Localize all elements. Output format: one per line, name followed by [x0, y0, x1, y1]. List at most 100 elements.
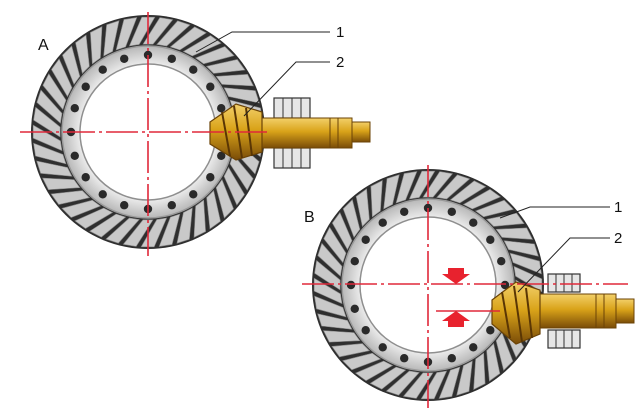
gear-tooth	[369, 366, 407, 390]
bolt-hole	[350, 304, 359, 313]
gear-tooth	[42, 73, 67, 111]
gear-tooth	[142, 17, 174, 45]
leader-2-b	[517, 237, 610, 293]
bolt-hole	[81, 173, 90, 182]
leader-1-a	[195, 31, 330, 53]
bolt-holes-a	[66, 50, 230, 214]
bolt-hole	[189, 190, 198, 199]
gear-tooth	[215, 179, 234, 219]
bolt-hole	[447, 207, 456, 216]
gear-tooth	[513, 265, 543, 293]
bolt-hole	[206, 173, 215, 182]
gear-tooth	[317, 242, 343, 277]
centerlines-b	[302, 165, 628, 408]
gear-tooth	[342, 199, 361, 239]
gear-tooth	[473, 352, 486, 390]
bolt-holes-b	[346, 203, 510, 367]
gear-tooth	[449, 180, 487, 204]
gear-tooth	[61, 199, 101, 218]
gear-tooth	[193, 199, 206, 238]
pinion-a	[209, 97, 371, 169]
panel-label-b: B	[304, 209, 315, 226]
gear-tooth	[456, 360, 473, 396]
bolt-hole	[350, 257, 359, 266]
gear-tooth	[156, 20, 191, 47]
bolt-hole	[447, 354, 456, 363]
bolt-hole	[98, 65, 107, 74]
gear-tooth	[462, 188, 501, 210]
bolt-hole	[346, 280, 356, 290]
gear-tooth	[223, 166, 245, 206]
bolt-hole	[400, 354, 409, 363]
gear-tooth	[51, 58, 73, 98]
gear-tooth	[74, 207, 114, 229]
gear-tooth	[331, 343, 370, 358]
gear-tooth	[317, 313, 353, 330]
bolt-hole	[378, 218, 387, 227]
gear-tooth	[355, 360, 394, 382]
gear-tooth	[122, 219, 154, 247]
gear-tooth	[331, 212, 353, 251]
gear-tooth	[206, 59, 246, 74]
gear-tooth	[383, 174, 400, 210]
gear-tooth	[206, 190, 221, 230]
panel-b: B 1 2	[302, 165, 635, 408]
gear-tooth	[33, 142, 67, 165]
bolt-hole	[120, 54, 129, 63]
gear-tooth	[42, 177, 81, 190]
callout-2-a: 2	[336, 54, 344, 71]
gear-tooth	[314, 295, 347, 318]
gear-tooth	[229, 153, 254, 191]
gear-tooth	[90, 26, 103, 65]
gear-tooth	[33, 106, 61, 138]
gear-tooth	[158, 213, 181, 247]
gear-tooth	[169, 26, 207, 51]
pinion-b	[491, 273, 635, 349]
callout-1-b: 1	[614, 199, 622, 216]
offset-arrow-up	[442, 311, 470, 327]
gear-tooth	[422, 171, 454, 198]
gear-tooth	[62, 45, 81, 85]
gear-tooth	[395, 171, 418, 204]
gear-tooth	[503, 240, 539, 257]
gear-tooth	[509, 252, 542, 275]
bolt-hole	[500, 280, 510, 290]
gear-tooth	[402, 372, 434, 399]
gear-tooth	[103, 20, 120, 57]
callout-1-a: 1	[336, 24, 344, 41]
gear-tooth	[474, 199, 514, 218]
leader-2-a	[243, 61, 330, 117]
bolt-hole	[497, 257, 506, 266]
gear-tooth	[36, 89, 63, 124]
gear-tooth	[105, 217, 140, 244]
gear-tooth	[323, 226, 347, 264]
bolt-hole	[217, 151, 226, 160]
bolt-hole	[70, 104, 79, 113]
gear-tooth	[195, 46, 235, 65]
panel-a: A 1 2	[20, 12, 371, 256]
gear-tooth	[215, 74, 254, 87]
bolt-hole	[361, 326, 370, 335]
bolt-hole	[120, 201, 129, 210]
gear-tooth	[438, 366, 461, 399]
bolt-hole	[486, 235, 495, 244]
gear-tooth	[36, 160, 73, 177]
leader-1-b	[499, 206, 610, 219]
gear-tooth	[50, 190, 90, 205]
bolt-hole	[189, 65, 198, 74]
offset-arrows-b	[442, 268, 470, 327]
bolt-hole	[70, 151, 79, 160]
gear-tooth	[176, 207, 193, 244]
offset-arrow-down	[442, 268, 470, 284]
gear-tooth	[495, 227, 533, 240]
gear-tooth	[89, 213, 127, 238]
gear-tooth	[323, 330, 361, 343]
bolt-hole	[98, 190, 107, 199]
ring-gear-b	[312, 169, 544, 401]
ring-gear-teeth-b	[313, 170, 543, 400]
bolt-hole	[400, 207, 409, 216]
gear-tooth	[182, 35, 222, 57]
bolt-hole	[206, 82, 215, 91]
callout-2-b: 2	[614, 230, 622, 247]
